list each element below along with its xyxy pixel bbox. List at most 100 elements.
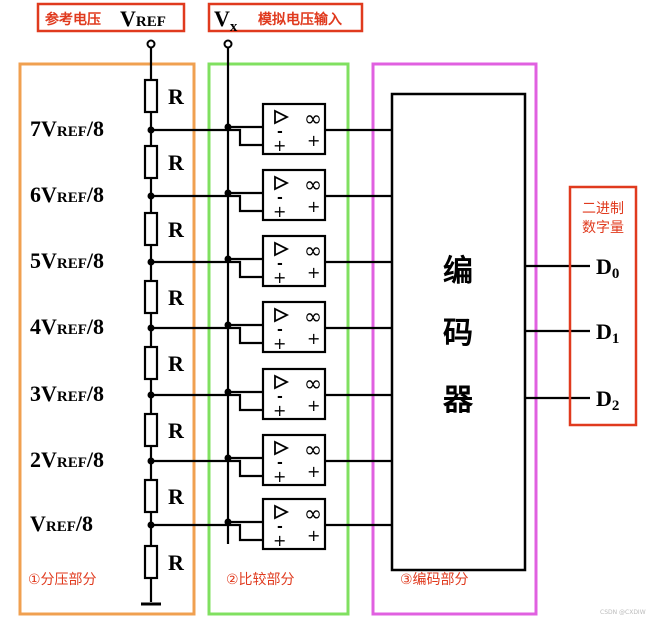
vx-bus-node [224,255,232,263]
comparator: ∞-++ [261,168,327,222]
resistor [143,544,159,580]
tap-voltage-label: VREF/8 [30,511,93,536]
watermark: CSDN @CXDIW [600,609,646,616]
reference-wire [151,194,263,213]
op-amp-triangle-icon [274,504,290,520]
plus-sign: + [273,334,286,353]
tap-voltage-label: 2VREF/8 [30,447,104,472]
encode-section-label: ③编码部分 [400,572,469,588]
plus-sign: + [307,396,320,415]
vx-terminal [223,39,233,49]
vx-bus-node [224,454,232,462]
resistor-label: R [168,418,185,443]
op-amp-triangle-icon [274,241,290,257]
divider-section-frame [18,62,196,616]
compare-section-frame [207,62,350,616]
tap-voltage-label: 4VREF/8 [30,314,104,339]
resistor-label: R [168,484,185,509]
minus-sign: - [277,322,283,338]
op-amp-triangle-icon [274,175,290,191]
comparator: ∞-++ [261,433,327,487]
tap-voltage-label: 5VREF/8 [30,248,104,273]
output-bit-label: D0 [596,254,619,282]
plus-sign: + [307,462,320,481]
tap-voltage-label: 6VREF/8 [30,182,104,207]
encoder-block [390,92,527,572]
infinity-symbol: ∞ [304,305,322,330]
infinity-symbol: ∞ [304,372,322,397]
vx-symbol: Vx [214,6,238,35]
comparator: ∞-++ [261,367,327,421]
vref-caption: 参考电压 [45,11,101,28]
minus-sign: - [277,389,283,405]
comparator: ∞-++ [261,300,327,354]
resistor [143,279,159,315]
resistor [143,211,159,247]
tap-voltage-label: 3VREF/8 [30,381,104,406]
resistor-label: R [168,150,185,175]
resistor [143,78,159,114]
outputs-caption-box [568,185,638,427]
resistor-label: R [168,84,185,109]
tap-voltage-label: 7VREF/8 [30,116,104,141]
resistor [143,478,159,514]
plus-sign: + [307,131,320,150]
plus-sign: + [307,197,320,216]
minus-sign: - [277,190,283,206]
resistor [143,412,159,448]
plus-sign: + [273,268,286,287]
encoder-char-1: 编 [443,254,473,289]
vx-bus-node [224,388,232,396]
infinity-symbol: ∞ [304,502,322,527]
plus-sign: + [273,136,286,155]
output-bit-label: D2 [596,386,619,414]
op-amp-triangle-icon [274,374,290,390]
infinity-symbol: ∞ [304,173,322,198]
resistor-label: R [168,285,185,310]
op-amp-triangle-icon [274,307,290,323]
minus-sign: - [277,455,283,471]
resistor-label: R [168,217,185,242]
resistor-label: R [168,550,185,575]
encode-section-frame [371,62,538,616]
reference-wire [151,523,263,542]
vx-bus-node [224,518,232,526]
vref-symbol: VREF [120,6,166,31]
op-amp-triangle-icon [274,440,290,456]
output-bit-label: D1 [596,319,619,347]
reference-wire [151,128,263,147]
plus-sign: + [273,467,286,486]
encoder-char-3: 器 [442,383,474,418]
vx-bus-node [224,123,232,131]
comparator: ∞-++ [261,102,327,156]
resistor [143,345,159,381]
resistor [143,144,159,180]
reference-wire [151,260,263,279]
plus-sign: + [307,263,320,282]
vx-bus-node [224,321,232,329]
vref-caption-box [36,2,186,33]
reference-wire [151,393,263,412]
encoder-char-2: 码 [443,316,473,351]
reference-wire [151,326,263,345]
minus-sign: - [277,124,283,140]
op-amp-triangle-icon [274,109,290,125]
minus-sign: - [277,256,283,272]
plus-sign: + [273,401,286,420]
divider-section-label: ①分压部分 [28,572,97,588]
minus-sign: - [277,519,283,535]
infinity-symbol: ∞ [304,239,322,264]
resistor-label: R [168,351,185,376]
reference-wire [151,459,263,478]
plus-sign: + [307,526,320,545]
infinity-symbol: ∞ [304,438,322,463]
plus-sign: + [273,531,286,550]
plus-sign: + [307,329,320,348]
comparator: ∞-++ [261,497,327,551]
vx-caption-box [207,2,364,33]
vx-caption: 模拟电压输入 [258,11,342,28]
outputs-caption-line1: 二进制 [582,201,624,217]
vx-bus-node [224,189,232,197]
compare-section-label: ②比较部分 [226,572,295,588]
